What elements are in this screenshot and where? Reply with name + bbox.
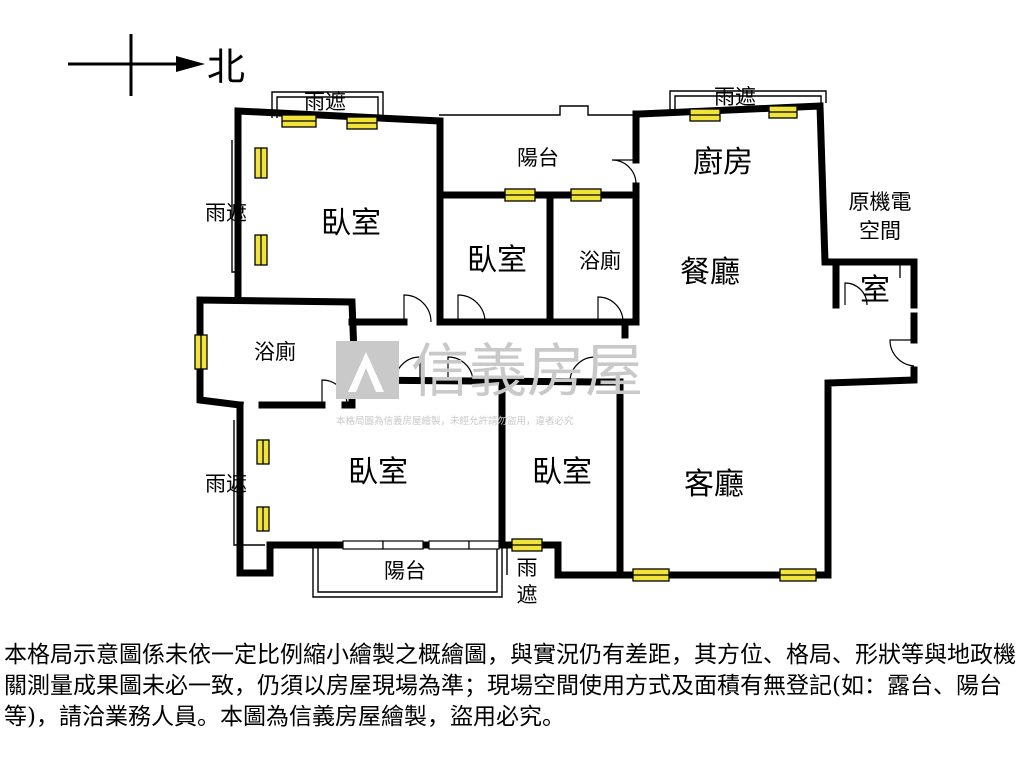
- north-arrow-icon: [176, 56, 205, 72]
- watermark: 信義房屋 本格局圖為信義房屋繪製，未經允許請勿盜用，違者必究: [336, 337, 643, 427]
- canopy-label-south-line2: 遮: [517, 583, 538, 607]
- doors: [321, 159, 915, 406]
- room-label-balcony-south: 陽台: [384, 559, 426, 583]
- compass-north-label: 北: [207, 45, 245, 89]
- canopy-label-north-right: 雨遮: [714, 85, 756, 109]
- compass: 北: [68, 34, 245, 96]
- canopy-label-south-line1: 雨: [517, 556, 538, 580]
- room-label-bedroom-sw: 臥室: [348, 455, 408, 490]
- canopy-label-west-upper: 雨遮: [205, 201, 247, 225]
- canopy-labels: 雨遮 雨遮 雨遮 雨遮 雨 遮: [205, 85, 756, 607]
- room-label-bedroom-nw: 臥室: [321, 206, 381, 241]
- room-label-mech-space-line2: 空間: [859, 219, 901, 243]
- sliding-doors: [342, 540, 500, 550]
- room-labels: 臥室 臥室 臥室 臥室 浴廁 浴廁 陽台 陽台 廚房 餐廳 客廳 室 原機電 空…: [254, 145, 912, 583]
- watermark-logo-icon: [336, 341, 399, 399]
- canopy-label-north-left: 雨遮: [304, 90, 346, 114]
- room-label-bathroom-center: 浴廁: [579, 249, 621, 273]
- floor-plan: 北: [68, 34, 918, 607]
- room-label-bathroom-west: 浴廁: [254, 340, 296, 364]
- room-label-small-room: 室: [860, 273, 890, 308]
- room-label-mech-space: 原機電: [849, 190, 912, 214]
- disclaimer-text: 本格局示意圖係未依一定比例縮小繪製之概繪圖，與實況仍有差距，其方位、格局、形狀等…: [4, 642, 1016, 730]
- watermark-notice: 本格局圖為信義房屋繪製，未經允許請勿盜用，違者必究: [336, 415, 574, 427]
- room-label-bedroom-s: 臥室: [532, 455, 592, 490]
- canopy-label-west-lower: 雨遮: [205, 472, 247, 496]
- canopy-outlines: [231, 90, 827, 598]
- room-label-balcony-north: 陽台: [517, 146, 559, 170]
- room-label-bedroom-center: 臥室: [467, 243, 527, 278]
- windows: [194, 105, 817, 582]
- room-label-kitchen: 廚房: [693, 145, 753, 180]
- room-label-living: 客廳: [684, 467, 744, 502]
- watermark-brand: 信義房屋: [411, 337, 643, 405]
- room-label-dining: 餐廳: [680, 255, 740, 290]
